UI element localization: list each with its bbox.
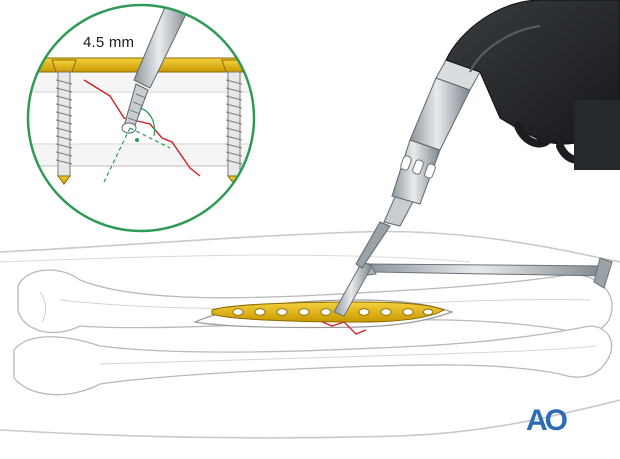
angle-arc — [139, 107, 156, 137]
bone-plate — [211, 301, 446, 323]
drill-axis-line — [103, 127, 131, 183]
angle-dot — [135, 138, 139, 142]
inset-border — [26, 3, 256, 233]
forearm-outline — [0, 230, 620, 439]
ao-logo: AO — [526, 404, 568, 437]
inset-drill-sleeve — [133, 5, 191, 89]
magnified-inset — [26, 3, 256, 233]
inset-fracture-line — [83, 79, 201, 177]
inset-screw-left — [51, 59, 77, 185]
perpendicular-line — [129, 127, 171, 149]
power-drill — [383, 0, 620, 227]
drill-bit — [355, 221, 391, 269]
dimension-label: 4.5 mm — [83, 34, 135, 51]
ulna-bone — [13, 325, 613, 396]
